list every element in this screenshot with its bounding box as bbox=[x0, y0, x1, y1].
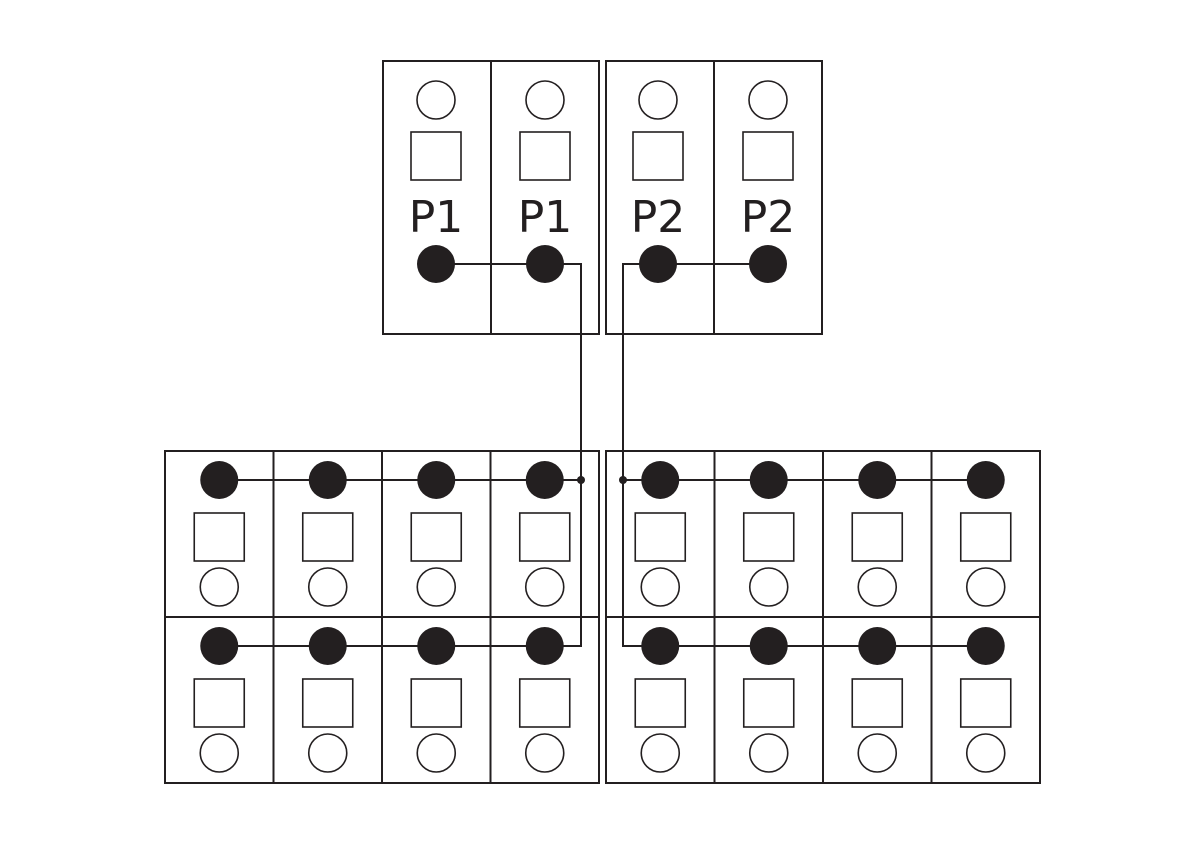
bottom-terminal bbox=[742, 627, 795, 773]
feed-wire-p2 bbox=[622, 263, 658, 647]
open-circle-icon bbox=[307, 567, 348, 607]
square-slot bbox=[193, 512, 246, 562]
square-slot bbox=[193, 678, 246, 728]
square-slot bbox=[851, 678, 904, 728]
open-circle-icon bbox=[640, 733, 681, 773]
square-slot bbox=[410, 512, 463, 562]
open-circle-icon bbox=[416, 733, 457, 773]
open-circle-icon bbox=[640, 567, 681, 607]
bottom-terminal bbox=[959, 627, 1012, 773]
open-circle-icon bbox=[525, 80, 565, 120]
open-circle-icon bbox=[965, 567, 1006, 607]
bottom-terminal bbox=[634, 461, 687, 607]
square-slot bbox=[634, 512, 687, 562]
bottom-terminal bbox=[634, 627, 687, 773]
bottom-terminal bbox=[851, 461, 904, 607]
terminal-label: P1 bbox=[409, 192, 464, 243]
bottom-terminal bbox=[193, 461, 246, 607]
open-circle-icon bbox=[307, 733, 348, 773]
square-slot bbox=[518, 512, 571, 562]
top-module-p2: P2 P2 bbox=[605, 60, 823, 335]
terminal-label: P2 bbox=[741, 192, 796, 243]
bottom-terminal bbox=[518, 627, 571, 773]
open-circle-icon bbox=[748, 733, 789, 773]
open-circle-icon bbox=[416, 80, 456, 120]
bottom-terminal bbox=[193, 627, 246, 773]
square-slot bbox=[742, 678, 795, 728]
feed-wire-p1 bbox=[545, 263, 582, 647]
wiring bbox=[219, 263, 986, 647]
open-circle-icon bbox=[416, 567, 457, 607]
open-circle-icon bbox=[748, 80, 788, 120]
bottom-terminal bbox=[959, 461, 1012, 607]
square-slot bbox=[410, 678, 463, 728]
junction-dot-icon bbox=[619, 476, 627, 484]
open-circle-icon bbox=[524, 733, 565, 773]
square-slot bbox=[851, 512, 904, 562]
square-slot bbox=[634, 678, 687, 728]
open-circle-icon bbox=[857, 733, 898, 773]
open-circle-icon bbox=[638, 80, 678, 120]
top-module-p1: P1 P1 bbox=[382, 60, 600, 335]
bottom-terminal bbox=[410, 461, 463, 607]
junction-dot-icon bbox=[577, 476, 585, 484]
open-circle-icon bbox=[199, 733, 240, 773]
bottom-terminal bbox=[851, 627, 904, 773]
square-slot bbox=[742, 131, 794, 181]
terminal-label: P2 bbox=[631, 192, 686, 243]
bottom-module-right bbox=[605, 450, 1041, 784]
bottom-terminal bbox=[301, 627, 354, 773]
square-slot bbox=[742, 512, 795, 562]
bottom-module-left bbox=[164, 450, 600, 784]
bottom-terminal bbox=[742, 461, 795, 607]
square-slot bbox=[518, 678, 571, 728]
square-slot bbox=[632, 131, 684, 181]
open-circle-icon bbox=[199, 567, 240, 607]
top-terminal-p2-b: P2 bbox=[741, 80, 796, 283]
square-slot bbox=[301, 678, 354, 728]
bottom-terminal bbox=[518, 461, 571, 607]
open-circle-icon bbox=[748, 567, 789, 607]
top-terminal-p1-b: P1 bbox=[518, 80, 573, 283]
bottom-terminal bbox=[301, 461, 354, 607]
square-slot bbox=[959, 678, 1012, 728]
open-circle-icon bbox=[965, 733, 1006, 773]
bottom-terminal bbox=[410, 627, 463, 773]
top-terminal-p1-a: P1 bbox=[409, 80, 464, 283]
square-slot bbox=[519, 131, 571, 181]
open-circle-icon bbox=[524, 567, 565, 607]
square-slot bbox=[410, 131, 462, 181]
terminal-label: P1 bbox=[518, 192, 573, 243]
square-slot bbox=[301, 512, 354, 562]
square-slot bbox=[959, 512, 1012, 562]
open-circle-icon bbox=[857, 567, 898, 607]
